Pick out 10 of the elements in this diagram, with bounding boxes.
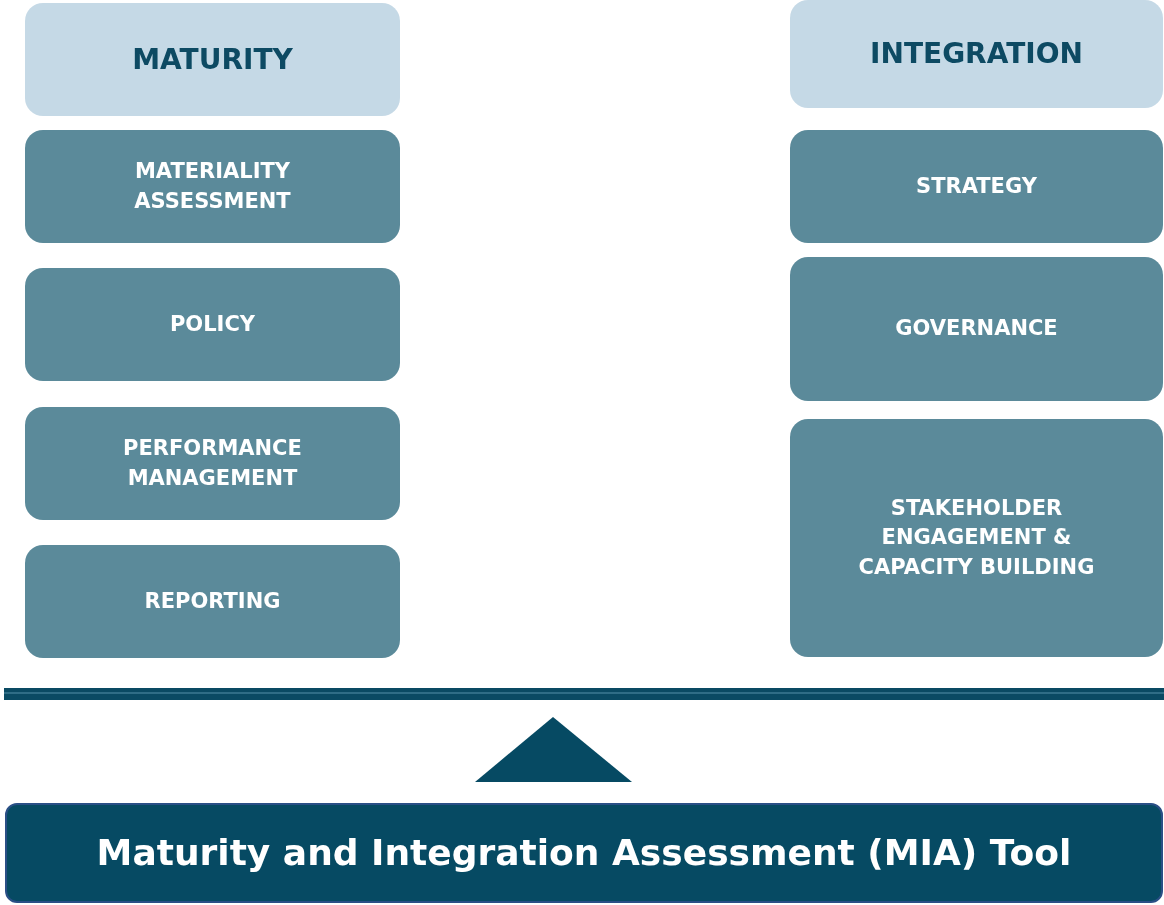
tool-banner: Maturity and Integration Assessment (MIA) Tool [5,803,1163,903]
category-box: STRATEGY [790,130,1163,243]
category-box: GOVERNANCE [790,257,1163,401]
column-header: INTEGRATION [790,0,1163,108]
column-header: MATURITY [25,3,400,116]
category-box: POLICY [25,268,400,381]
category-box: STAKEHOLDER ENGAGEMENT & CAPACITY BUILDING [790,419,1163,657]
category-box: PERFORMANCE MANAGEMENT [25,407,400,520]
category-box: MATERIALITY ASSESSMENT [25,130,400,243]
category-box: REPORTING [25,545,400,658]
